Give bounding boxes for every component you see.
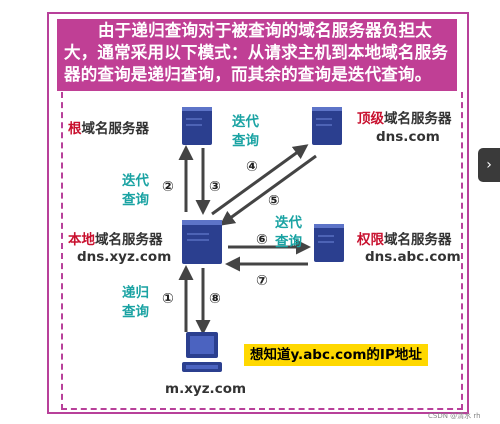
header-text: 由于递归查询对于被查询的域名服务器负担太大，通常采用以下模式：从请求主机到本地域… xyxy=(64,21,449,84)
method-recursive: 递归 查询 xyxy=(122,285,149,320)
root-server-icon xyxy=(182,107,212,145)
step-5: ⑤ xyxy=(268,193,280,209)
client-host: m.xyz.com xyxy=(165,381,247,397)
step-6: ⑥ xyxy=(256,232,268,248)
client-computer-icon xyxy=(182,332,222,372)
arrow-step-4 xyxy=(211,144,309,216)
auth-server-host: dns.abc.com xyxy=(365,249,461,265)
step-8: ⑧ xyxy=(209,291,221,307)
auth-server-label: 权限域名服务器 xyxy=(357,232,452,248)
tld-server-label: 顶级域名服务器 xyxy=(357,111,452,127)
tld-server-icon xyxy=(312,107,342,145)
step-7: ⑦ xyxy=(256,273,268,289)
inner-border xyxy=(61,92,463,410)
tld-server-host: dns.com xyxy=(376,129,440,145)
query-note: 想知道y.abc.com的IP地址 xyxy=(244,344,428,366)
method-iterative-top: 迭代 查询 xyxy=(232,114,259,149)
step-4: ④ xyxy=(246,159,258,175)
step-3: ③ xyxy=(209,179,221,195)
arrow-step-5 xyxy=(219,154,317,226)
root-server-label: 根域名服务器 xyxy=(68,121,149,137)
local-server-icon xyxy=(182,220,222,264)
local-server-host: dns.xyz.com xyxy=(77,249,172,265)
header-banner xyxy=(57,19,457,91)
step-1: ① xyxy=(162,291,174,307)
local-server-label: 本地域名服务器 xyxy=(68,232,163,248)
method-iterative-left: 迭代 查询 xyxy=(122,173,149,208)
chevron-right-icon: › xyxy=(486,157,492,173)
step-2: ② xyxy=(162,179,174,195)
watermark: CSDN @清水 rh xyxy=(428,412,481,420)
auth-server-icon xyxy=(314,224,344,262)
side-scroll-tab[interactable]: › xyxy=(478,148,500,182)
method-iterative-right: 迭代 查询 xyxy=(275,215,302,250)
